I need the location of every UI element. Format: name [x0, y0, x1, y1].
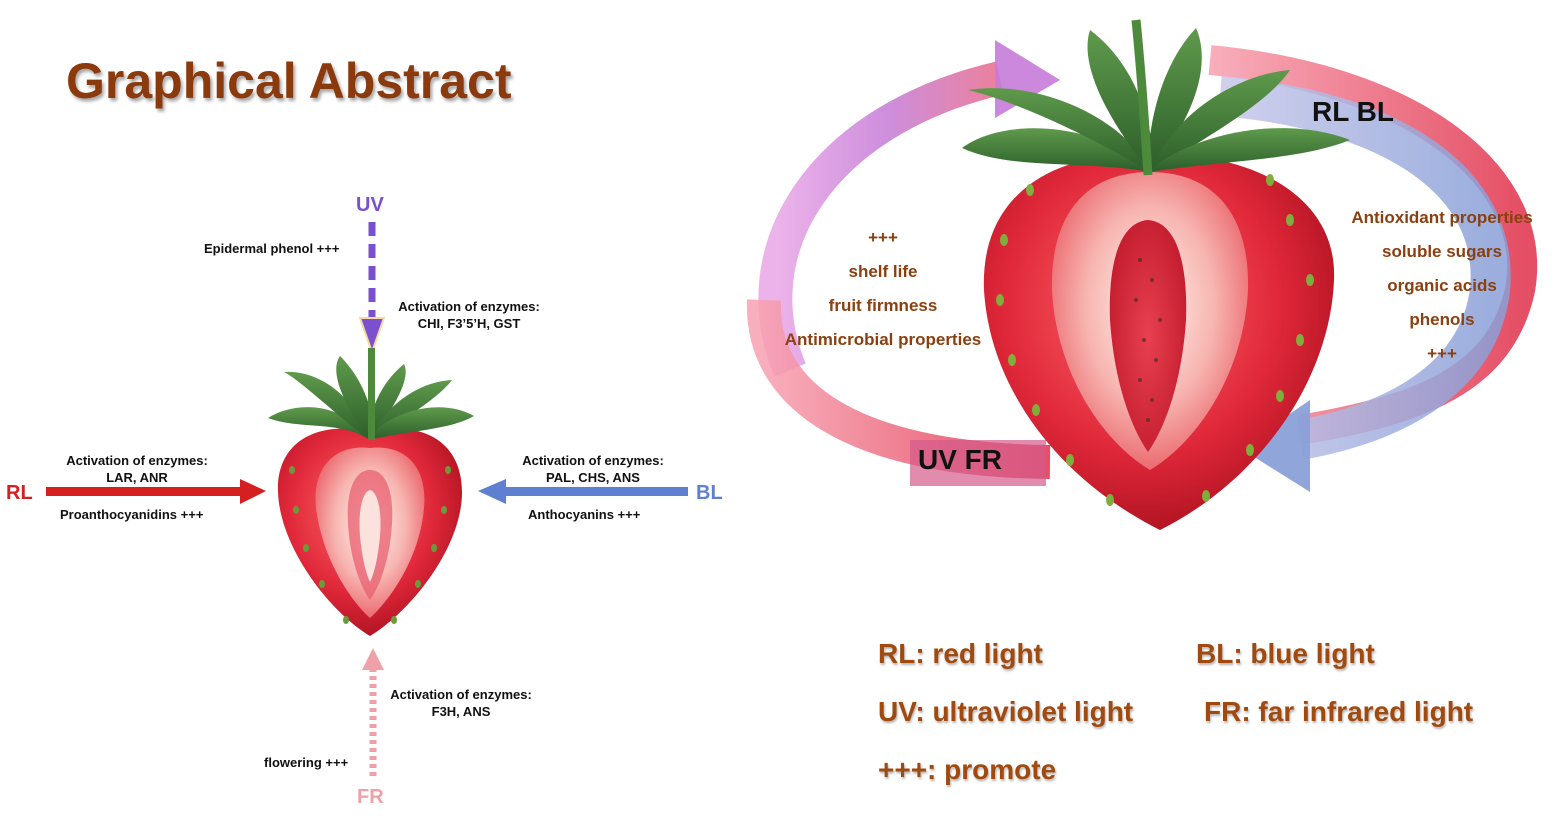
- uv-enzymes-list: CHI, F3’5’H, GST: [417, 316, 521, 331]
- bl-enzymes: Activation of enzymes: PAL, CHS, ANS: [508, 452, 678, 486]
- right-prop: organic acids: [1387, 276, 1497, 295]
- right-properties-list: Antioxidant properties soluble sugars or…: [1338, 208, 1546, 378]
- bl-enzymes-title: Activation of enzymes:: [522, 453, 664, 468]
- right-prop: soluble sugars: [1382, 242, 1502, 261]
- uv-enzymes: Activation of enzymes: CHI, F3’5’H, GST: [386, 298, 552, 332]
- left-prop: +++: [868, 228, 898, 247]
- fr-enzymes: Activation of enzymes: F3H, ANS: [376, 686, 546, 720]
- rl-enzymes: Activation of enzymes: LAR, ANR: [52, 452, 222, 486]
- cycle-arrows: [746, 40, 1538, 492]
- fr-label: FR: [357, 786, 384, 808]
- legend-fr: FR: far infrared light: [1204, 696, 1474, 727]
- right-prop: phenols: [1409, 310, 1475, 329]
- uv-arrow: [358, 222, 386, 356]
- left-strawberry-illustration: [268, 348, 474, 636]
- left-prop: fruit firmness: [828, 296, 938, 315]
- bl-enzymes-list: PAL, CHS, ANS: [546, 470, 640, 485]
- left-prop: shelf life: [848, 262, 918, 281]
- legend-bl: BL: blue light: [1196, 638, 1375, 669]
- rl-enzymes-list: LAR, ANR: [106, 470, 168, 485]
- cycle-label-rl-bl: RL BL: [1312, 96, 1394, 127]
- right-prop: Antioxidant properties: [1351, 208, 1533, 227]
- legend-rl: RL: red light: [878, 638, 1043, 669]
- right-prop: +++: [1427, 344, 1457, 363]
- left-properties-list: +++ shelf life fruit firmness Antimicrob…: [770, 228, 996, 364]
- rl-arrow: [46, 479, 266, 504]
- cycle-label-uv-fr: UV FR: [918, 444, 1002, 475]
- page-title: Graphical Abstract: [66, 53, 512, 109]
- bl-label: BL: [696, 482, 723, 504]
- fr-enzymes-list: F3H, ANS: [431, 704, 491, 719]
- bl-effect: Anthocyanins +++: [528, 507, 641, 522]
- legend-promote: +++: promote: [878, 754, 1057, 785]
- uv-label: UV: [356, 194, 384, 216]
- legend-uv: UV: ultraviolet light: [878, 696, 1134, 727]
- uv-enzymes-title: Activation of enzymes:: [398, 299, 540, 314]
- rl-enzymes-title: Activation of enzymes:: [66, 453, 208, 468]
- rl-label: RL: [6, 482, 33, 504]
- left-prop: Antimicrobial properties: [784, 330, 982, 349]
- uv-effect: Epidermal phenol +++: [204, 241, 340, 256]
- fr-enzymes-title: Activation of enzymes:: [390, 687, 532, 702]
- bl-arrow: [478, 479, 688, 504]
- fr-effect: flowering +++: [264, 755, 349, 770]
- right-strawberry-illustration: [962, 19, 1350, 530]
- fr-arrow: [362, 648, 384, 778]
- rl-effect: Proanthocyanidins +++: [60, 507, 204, 522]
